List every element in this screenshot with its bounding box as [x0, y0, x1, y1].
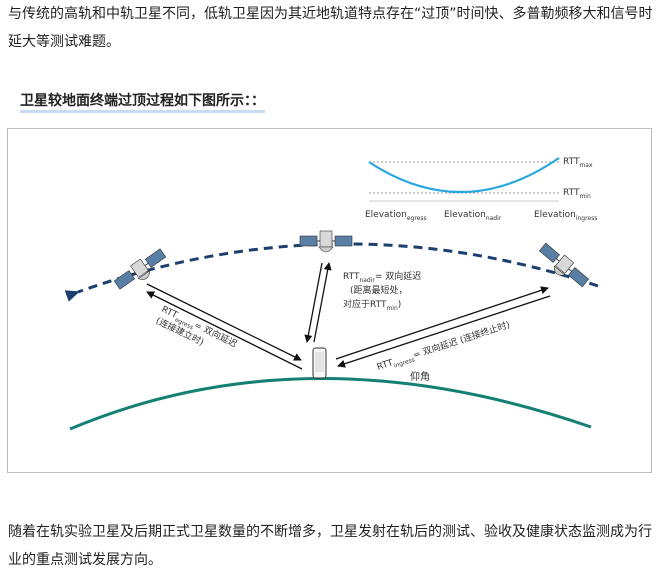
svg-text:RTTnadir= 双向延迟: RTTnadir= 双向延迟 [343, 270, 421, 284]
signal-arrows [146, 262, 551, 370]
phone-icon [312, 347, 327, 379]
rtt-min-label: RTTmin [563, 188, 591, 200]
uplink-nadir-arrow [313, 262, 332, 343]
earth-surface-arc [69, 377, 592, 431]
uplink-egress-arrow [146, 283, 302, 361]
satellite-icon [113, 248, 167, 290]
satellite-icon [538, 242, 590, 288]
rtt-nadir-annotation: RTTnadir= 双向延迟 (距离最短处， 对应于RTTmin) [343, 270, 421, 312]
uplink-ingress-arrow [335, 286, 549, 360]
elevation-ingress-label: Elevationingress [534, 210, 597, 222]
elevation-egress-label: Elevationegress [365, 210, 427, 222]
downlink-nadir-arrow [304, 262, 323, 343]
downlink-egress-arrow [146, 291, 303, 370]
downlink-ingress-arrow [337, 295, 551, 368]
satellite-icon [299, 230, 353, 253]
elevation-angle-label: 仰角 [410, 371, 430, 383]
intro-paragraph: 与传统的高轨和中轨卫星不同，低轨卫星因为其近地轨道特点存在“过顶”时间快、多普勒… [8, 6, 653, 50]
overhead-pass-diagram: RTTmax RTTmin Elevationegress Elevationn… [64, 157, 599, 431]
rtt-max-label: RTTmax [563, 157, 593, 169]
elevation-nadir-label: Elevationnadir [444, 210, 502, 222]
rtt-curve [368, 157, 560, 194]
svg-text:(距离最短处，: (距离最短处， [350, 284, 408, 296]
rtt-inset-chart: RTTmax RTTmin Elevationegress Elevationn… [365, 157, 597, 222]
svg-text:对应于RTTmin): 对应于RTTmin) [343, 298, 401, 312]
overhead-pass-figure: RTTmax RTTmin Elevationegress Elevationn… [7, 128, 652, 473]
rtt-egress-annotation: RTTegress= 双向延迟 (连接建立时) [154, 305, 239, 350]
figure-heading: 卫星较地面终端过顶过程如下图所示：： [20, 90, 265, 113]
satellite-orbit-path [64, 242, 599, 302]
closing-paragraph: 随着在轨实验卫星及后期正式卫星数量的不断增多，卫星发射在轨后的测试、验收及健康状… [8, 524, 652, 568]
